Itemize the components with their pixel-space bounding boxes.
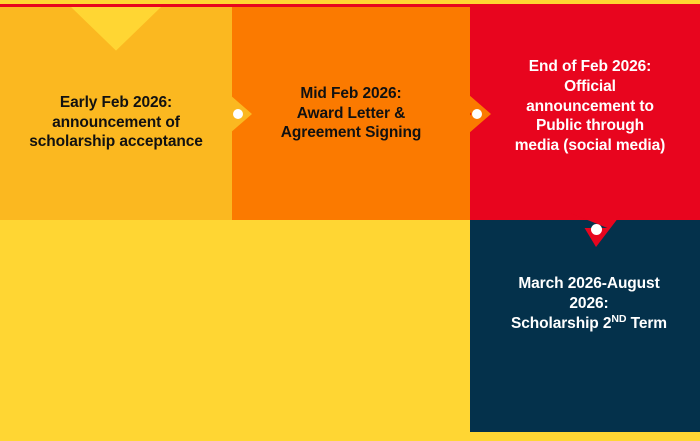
- connector-step3-to-step4: [570, 213, 622, 247]
- timeline-step-4-label: March 2026-August 2026: Scholarship 2ND …: [497, 220, 673, 333]
- connector-dot-icon: [233, 109, 243, 119]
- connector-dot-icon: [591, 224, 602, 235]
- connector-step1-to-step2: [222, 88, 252, 140]
- connector-dot-icon: [472, 109, 482, 119]
- timeline-step-1-label: Early Feb 2026: announcement of scholars…: [29, 93, 203, 151]
- connector-step2-to-step3: [461, 88, 491, 140]
- timeline-step-3[interactable]: End of Feb 2026: Official announcement t…: [470, 7, 700, 220]
- timeline-step-3-label: End of Feb 2026: Official announcement t…: [514, 58, 666, 155]
- timeline-step-4-label-tail: Term: [626, 314, 667, 332]
- timeline-step-2-label: Mid Feb 2026: Award Letter & Agreement S…: [280, 84, 422, 142]
- top-rule-divider: [0, 4, 700, 7]
- timeline-step-4-ordinal-suffix: ND: [611, 312, 627, 325]
- timeline-step-4[interactable]: March 2026-August 2026: Scholarship 2ND …: [470, 220, 700, 432]
- timeline-step-4-label-main: March 2026-August 2026: Scholarship 2: [511, 275, 660, 332]
- timeline-step-1[interactable]: Early Feb 2026: announcement of scholars…: [0, 7, 232, 220]
- timeline-step-2[interactable]: Mid Feb 2026: Award Letter & Agreement S…: [232, 7, 470, 220]
